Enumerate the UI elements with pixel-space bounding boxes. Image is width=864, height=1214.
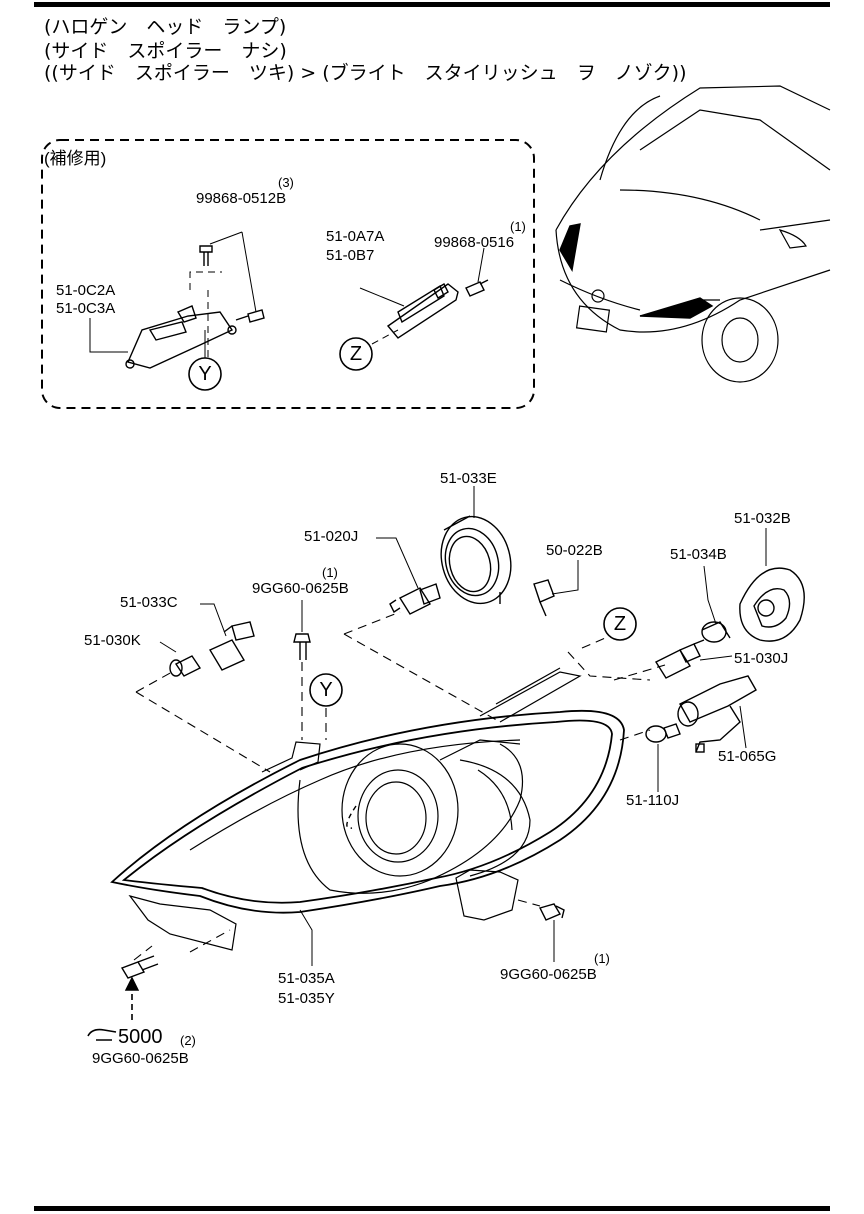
reference-code: 5000 bbox=[118, 1026, 163, 1048]
vehicle-front-view bbox=[555, 85, 831, 383]
qty-99868-0516: (1) bbox=[510, 219, 526, 234]
label-51-034b: 51-034B bbox=[670, 546, 727, 563]
bulb-51-110j bbox=[645, 723, 681, 743]
label-9gg60-0625b-bottom: 9GG60-0625B bbox=[500, 966, 597, 983]
callout-z-circle-bottom bbox=[603, 607, 637, 641]
socket-51-033c bbox=[208, 621, 255, 671]
dust-cover-51-033e bbox=[440, 515, 512, 605]
bulb-51-020j bbox=[389, 583, 441, 615]
qty-9gg60-0625b-top: (1) bbox=[322, 565, 338, 580]
label-99868-0512b: 99868-0512B bbox=[196, 190, 287, 207]
callout-y-circle-bottom bbox=[309, 673, 343, 707]
projector-lens bbox=[357, 769, 439, 863]
socket-51-065g bbox=[677, 675, 757, 753]
repair-box-outline bbox=[41, 139, 535, 409]
header-line-3: ((サイド スポイラー ツキ) > (ブライト スタイリッシュ ヲ ノゾク)) bbox=[44, 62, 687, 84]
label-51-110j: 51-110J bbox=[626, 792, 680, 809]
label-9gg60-0625b-top: 9GG60-0625B bbox=[252, 580, 349, 597]
callout-z-top: Z bbox=[349, 343, 363, 365]
label-51-0c2a: 51-0C2A bbox=[56, 282, 116, 299]
bulb-51-030j bbox=[654, 639, 705, 679]
headlamp-assembly bbox=[110, 709, 625, 914]
screw-9gg60-0625b-top bbox=[293, 633, 311, 660]
bulb-50-022b bbox=[533, 579, 555, 617]
screw-9gg60-0625b-bottom bbox=[538, 903, 565, 921]
reference-part: 9GG60-0625B bbox=[92, 1050, 189, 1067]
bottom-rule bbox=[34, 1206, 830, 1211]
headlamp-highlight bbox=[639, 297, 714, 319]
label-51-033c: 51-033C bbox=[120, 594, 178, 611]
label-51-030j: 51-030J bbox=[734, 650, 789, 667]
label-51-030k: 51-030K bbox=[84, 632, 141, 649]
callout-z-bottom: Z bbox=[613, 613, 627, 635]
cover-51-032b bbox=[739, 567, 805, 642]
qty-99868-0512b: (3) bbox=[278, 175, 294, 190]
pointer-icon bbox=[87, 1028, 117, 1041]
callout-y-top: Y bbox=[198, 363, 212, 385]
socket-51-034b bbox=[701, 621, 731, 643]
bracket-51-0c2a bbox=[127, 311, 234, 369]
screw-99868-0516 bbox=[465, 279, 489, 297]
header-line-1: (ハロゲン ヘッド ランプ) bbox=[44, 16, 287, 38]
bulb-51-030k bbox=[169, 655, 202, 677]
label-51-032b: 51-032B bbox=[734, 510, 791, 527]
label-99868-0516: 99868-0516 bbox=[434, 234, 515, 251]
label-51-035y: 51-035Y bbox=[278, 990, 335, 1007]
screw-5000 bbox=[120, 955, 159, 979]
label-51-035a: 51-035A bbox=[278, 970, 335, 987]
callout-y-bottom: Y bbox=[319, 679, 333, 701]
screw-99868-0512b-a bbox=[199, 245, 213, 266]
label-51-033e: 51-033E bbox=[440, 470, 497, 487]
bracket-51-0a7a bbox=[386, 283, 459, 339]
label-51-0b7: 51-0B7 bbox=[326, 247, 375, 264]
header-line-2: (サイド スポイラー ナシ) bbox=[44, 40, 287, 62]
label-51-065g: 51-065G bbox=[718, 748, 777, 765]
top-rule bbox=[34, 2, 830, 7]
label-50-022b: 50-022B bbox=[546, 542, 603, 559]
label-51-0a7a: 51-0A7A bbox=[326, 228, 385, 245]
label-51-020j: 51-020J bbox=[304, 528, 359, 545]
reference-qty: (2) bbox=[180, 1033, 196, 1048]
label-51-0c3a: 51-0C3A bbox=[56, 300, 116, 317]
qty-9gg60-0625b-bottom: (1) bbox=[594, 951, 610, 966]
callout-z-circle-top bbox=[339, 337, 373, 371]
repair-box-title: (補修用) bbox=[44, 149, 107, 168]
screw-99868-0512b-b bbox=[235, 309, 265, 323]
callout-y-circle-top bbox=[188, 357, 222, 391]
